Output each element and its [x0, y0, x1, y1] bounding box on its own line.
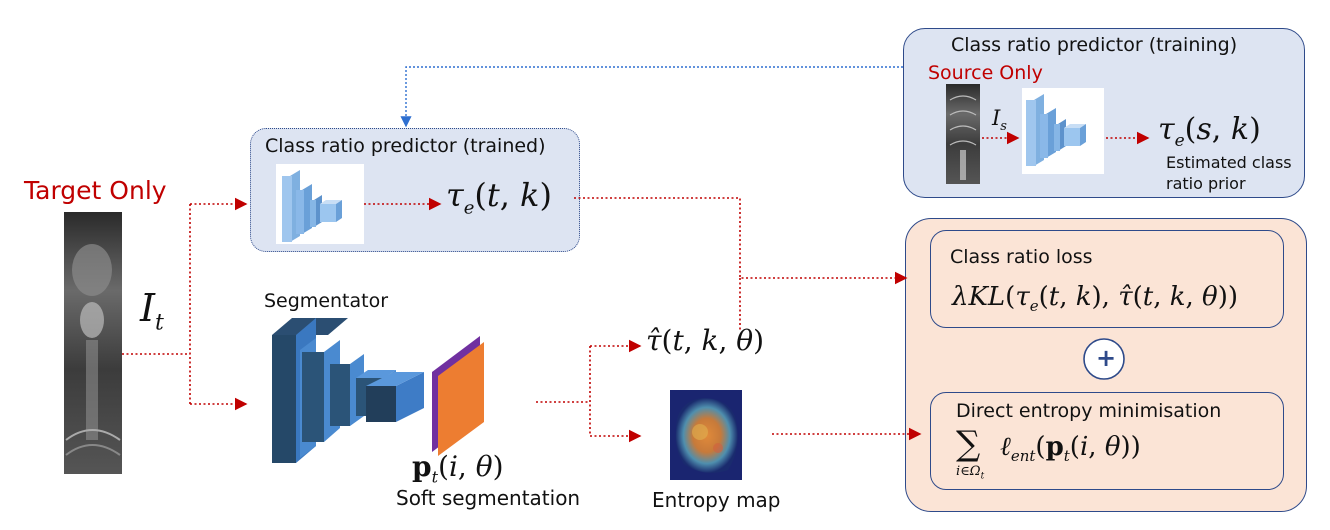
entropy-loss-box	[930, 392, 1284, 490]
plus-circle	[1083, 338, 1125, 380]
entropy-loss-formula: ℓent(pt(i, θ))	[1000, 432, 1141, 466]
estimated-class-caption-line1: Estimated class	[1166, 153, 1292, 172]
tau-hat-formula: τ̂(t, k, θ)	[646, 324, 765, 357]
entropy-loss-title: Direct entropy minimisation	[956, 400, 1222, 422]
tau-e-t-k-formula: τe(t, k)	[446, 176, 552, 219]
soft-segmentation-planes	[432, 336, 484, 456]
sum-symbol: ∑	[956, 424, 981, 464]
class-ratio-loss-title: Class ratio loss	[950, 246, 1093, 268]
entropy-map-image	[670, 390, 742, 480]
training-predictor-network	[1022, 88, 1104, 174]
class-ratio-loss-formula: λKL(τe(t, k), τ̂(t, k, θ))	[952, 282, 1238, 316]
soft-segmentation-caption: Soft segmentation	[396, 486, 581, 510]
tau-e-s-k-formula: τe(s, k)	[1158, 112, 1261, 151]
estimated-class-caption-line2: ratio prior	[1166, 174, 1246, 193]
trained-predictor-network	[276, 164, 364, 244]
class-ratio-loss-box	[930, 230, 1284, 328]
target-only-label: Target Only	[24, 176, 167, 205]
plus-sign: +	[1096, 344, 1117, 372]
target-mri-image	[64, 212, 122, 474]
source-only-label: Source Only	[928, 62, 1043, 84]
sum-subscript: i∈Ωt	[956, 464, 985, 482]
p-t-formula: pt(i, θ)	[412, 450, 504, 487]
red-arrows	[122, 131, 1150, 443]
target-input-symbol: It	[140, 286, 164, 336]
source-mri-image	[946, 84, 980, 184]
predictor-training-title: Class ratio predictor (training)	[951, 34, 1238, 56]
feedback-arrow	[400, 66, 903, 128]
predictor-trained-title: Class ratio predictor (trained)	[265, 135, 546, 157]
entropy-map-caption: Entropy map	[652, 488, 781, 512]
source-input-symbol: Is	[992, 106, 1007, 135]
segmentator-title: Segmentator	[264, 290, 389, 312]
segmentator-network	[272, 318, 424, 463]
